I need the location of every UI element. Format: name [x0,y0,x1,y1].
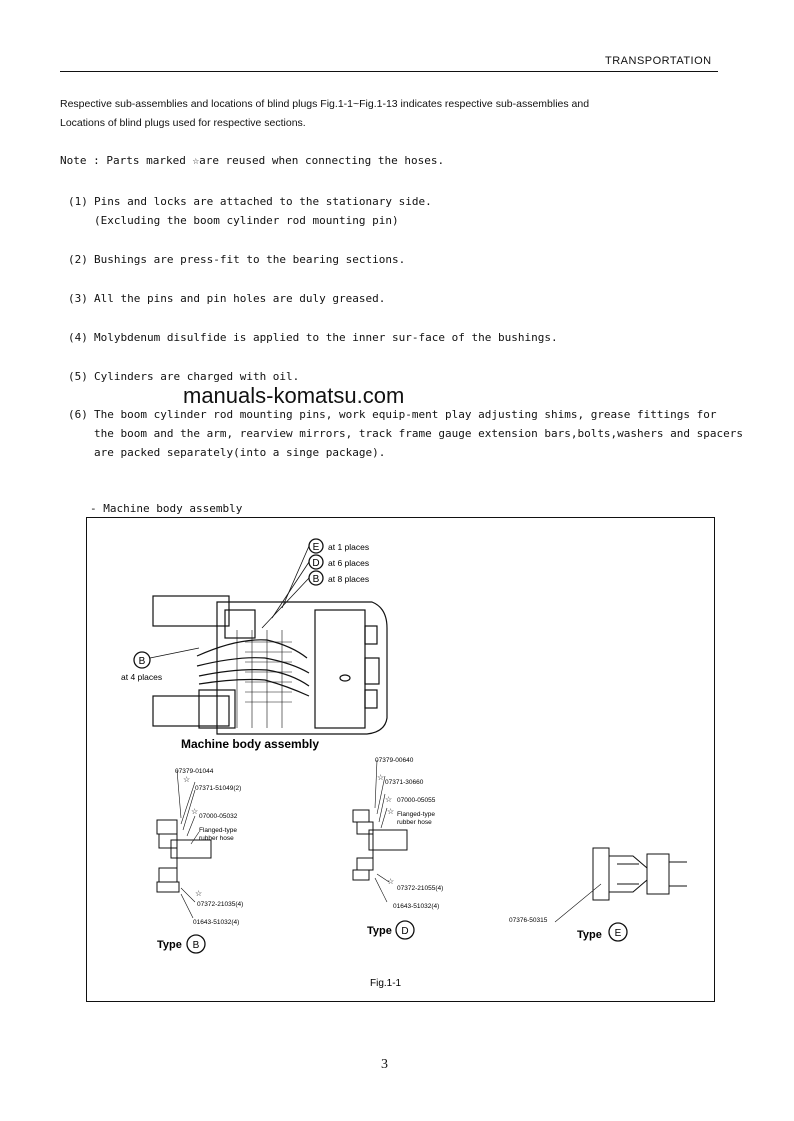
part-number: 07372-21035(4) [197,901,243,908]
item-text: The boom cylinder rod mounting pins, wor… [94,408,717,421]
item-continuation: are packed separately(into a singe packa… [94,446,386,459]
figure-drawing: E at 1 places D at 6 places B at 8 place… [121,538,687,989]
part-label: Flanged-type [199,827,237,834]
item-number: (4) [68,331,88,344]
running-header: TRANSPORTATION [605,55,712,67]
part-label: rubber hose [199,835,234,842]
page-number: 3 [381,1057,388,1072]
note-text: Note : Parts marked ☆are reused when con… [60,154,445,167]
part-number: 07376-50315 [509,917,548,924]
assembly-title: Machine body assembly [181,737,319,751]
intro-paragraph: Respective sub-assemblies and locations … [60,95,720,133]
part-number: 07000-05032 [199,813,238,820]
star-mark: ☆ [195,889,202,898]
part-label: rubber hose [397,819,432,826]
callout-text: at 4 places [121,672,162,682]
item-number: (1) [68,195,88,208]
list-item: (4) Molybdenum disulfide is applied to th… [68,328,558,347]
type-letter: E [615,928,622,939]
legend-text: at 8 places [328,574,369,584]
legend-letter: E [313,542,320,553]
legend-b: B at 8 places [308,570,369,586]
machine-body-drawing [152,595,388,735]
list-item: (2) Bushings are press-fit to the bearing… [68,250,405,269]
part-number: 01643-51032(4) [393,903,439,910]
header-rule [60,71,718,72]
part-number: 07379-01044 [175,768,214,775]
star-mark: ☆ [387,877,394,886]
part-number: 07371-30660 [385,779,424,786]
item-text: Pins and locks are attached to the stati… [94,195,432,208]
type-letter: B [193,940,200,951]
intro-line-1: Respective sub-assemblies and locations … [60,98,590,110]
star-mark: ☆ [377,773,384,782]
item-continuation: (Excluding the boom cylinder rod mountin… [94,214,399,227]
item-number: (3) [68,292,88,305]
leader-line [261,577,310,629]
star-mark: ☆ [191,807,198,816]
legend-text: at 6 places [328,558,369,568]
legend-e: E at 1 places [308,538,369,554]
type-label: Type [577,929,602,941]
type-letter: D [401,926,408,937]
figure-label: Fig.1-1 [370,978,402,989]
part-number: 07371-51049(2) [195,785,241,792]
intro-line-2: Locations of blind plugs used for respec… [60,117,306,129]
item-text: Cylinders are charged with oil. [94,370,300,383]
part-number: 07372-21055(4) [397,885,443,892]
part-number: 07379-00640 [375,757,414,764]
leader-line [271,561,310,619]
type-b-detail: 07379-01044 ☆ 07371-51049(2) ☆ 07000-050… [156,768,243,954]
type-e-detail: 07376-50315 Type E [509,847,687,942]
watermark-text: manuals-komatsu.com [183,383,405,408]
item-text: Bushings are press-fit to the bearing se… [94,253,406,266]
item-text: Molybdenum disulfide is applied to the i… [94,331,558,344]
type-label: Type [367,925,392,937]
star-mark: ☆ [387,807,394,816]
item-number: (6) [68,408,88,421]
type-label: Type [157,939,182,951]
figure-frame: E at 1 places D at 6 places B at 8 place… [86,517,715,1002]
star-mark: ☆ [183,775,190,784]
leader-line [281,545,310,609]
list-item: (3) All the pins and pin holes are duly g… [68,289,385,308]
type-d-detail: 07379-00640 ☆ 07371-30660 ☆ 07000-05055 … [352,757,443,940]
part-number: 01643-51032(4) [193,919,239,926]
figure-caption: - Machine body assembly [90,502,243,515]
list-item: (1) Pins and locks are attached to the st… [68,192,432,230]
callout-b-left: B at 4 places [121,647,200,682]
item-number: (5) [68,370,88,383]
star-mark: ☆ [385,795,392,804]
callout-letter: B [139,656,146,667]
legend-text: at 1 places [328,542,369,552]
legend-letter: D [312,558,319,569]
list-item: (5) Cylinders are charged with oil. [68,367,299,386]
item-number: (2) [68,253,88,266]
item-text: All the pins and pin holes are duly grea… [94,292,386,305]
part-label: Flanged-type [397,811,435,818]
list-item: (6) The boom cylinder rod mounting pins, … [68,405,743,462]
legend-d: D at 6 places [308,554,369,570]
legend-letter: B [313,574,320,585]
item-continuation: the boom and the arm, rearview mirrors, … [94,427,744,440]
part-number: 07000-05055 [397,797,436,804]
